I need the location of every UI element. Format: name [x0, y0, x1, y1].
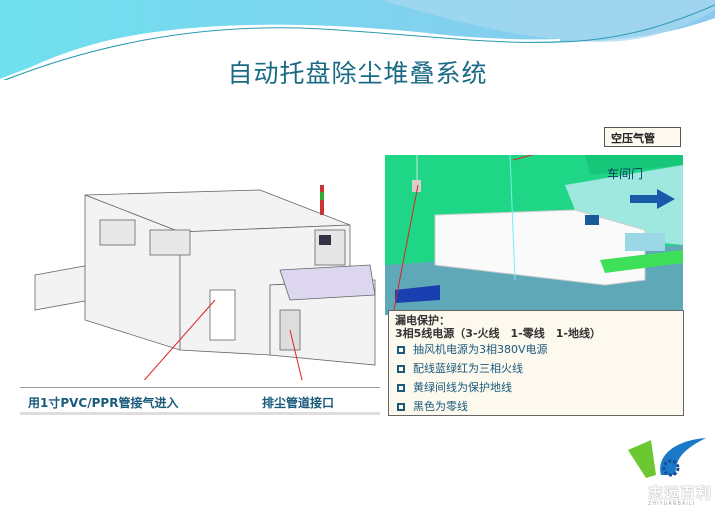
info-heading-leakage: 漏电保护： [395, 314, 450, 327]
company-logo: 志远百利 ZHIYUANBAILI [626, 430, 715, 517]
installation-photo [385, 155, 683, 315]
bullet-square-icon [397, 402, 405, 411]
caption-bar: 用1寸PVC/PPR管接气进入 排尘管道接口 [20, 387, 380, 415]
workshop-door-label: 车间门 [607, 167, 644, 181]
electrical-info-box: 漏电保护： 3相5线电源（3-火线 1-零线 1-地线） 抽风机电源为3相380… [388, 310, 684, 416]
logo-subtitle: ZHIYUANBAILI [648, 501, 696, 507]
info-item: 抽风机电源为3相380V电源 [395, 340, 677, 359]
logo-name: 志远百利 [648, 484, 713, 502]
info-item: 配线蓝绿红为三相火线 [395, 359, 677, 378]
bullet-square-icon [397, 364, 405, 373]
page-title: 自动托盘除尘堆叠系统 [227, 59, 488, 88]
info-item: 黑色为零线 [395, 397, 677, 416]
bullet-square-icon [397, 345, 405, 354]
bullet-square-icon [397, 383, 405, 392]
air-pipe-label: 空压气管 [604, 127, 681, 147]
air-inlet-caption: 用1寸PVC/PPR管接气进入 [28, 396, 179, 410]
logo-mark-icon [628, 438, 706, 478]
info-item: 黄绿间线为保护地线 [395, 378, 677, 397]
machine-illustration [34, 185, 376, 380]
info-heading-power: 3相5线电源（3-火线 1-零线 1-地线） [395, 327, 601, 340]
dust-outlet-caption: 排尘管道接口 [262, 396, 335, 410]
header-wave-decoration [0, 0, 715, 80]
